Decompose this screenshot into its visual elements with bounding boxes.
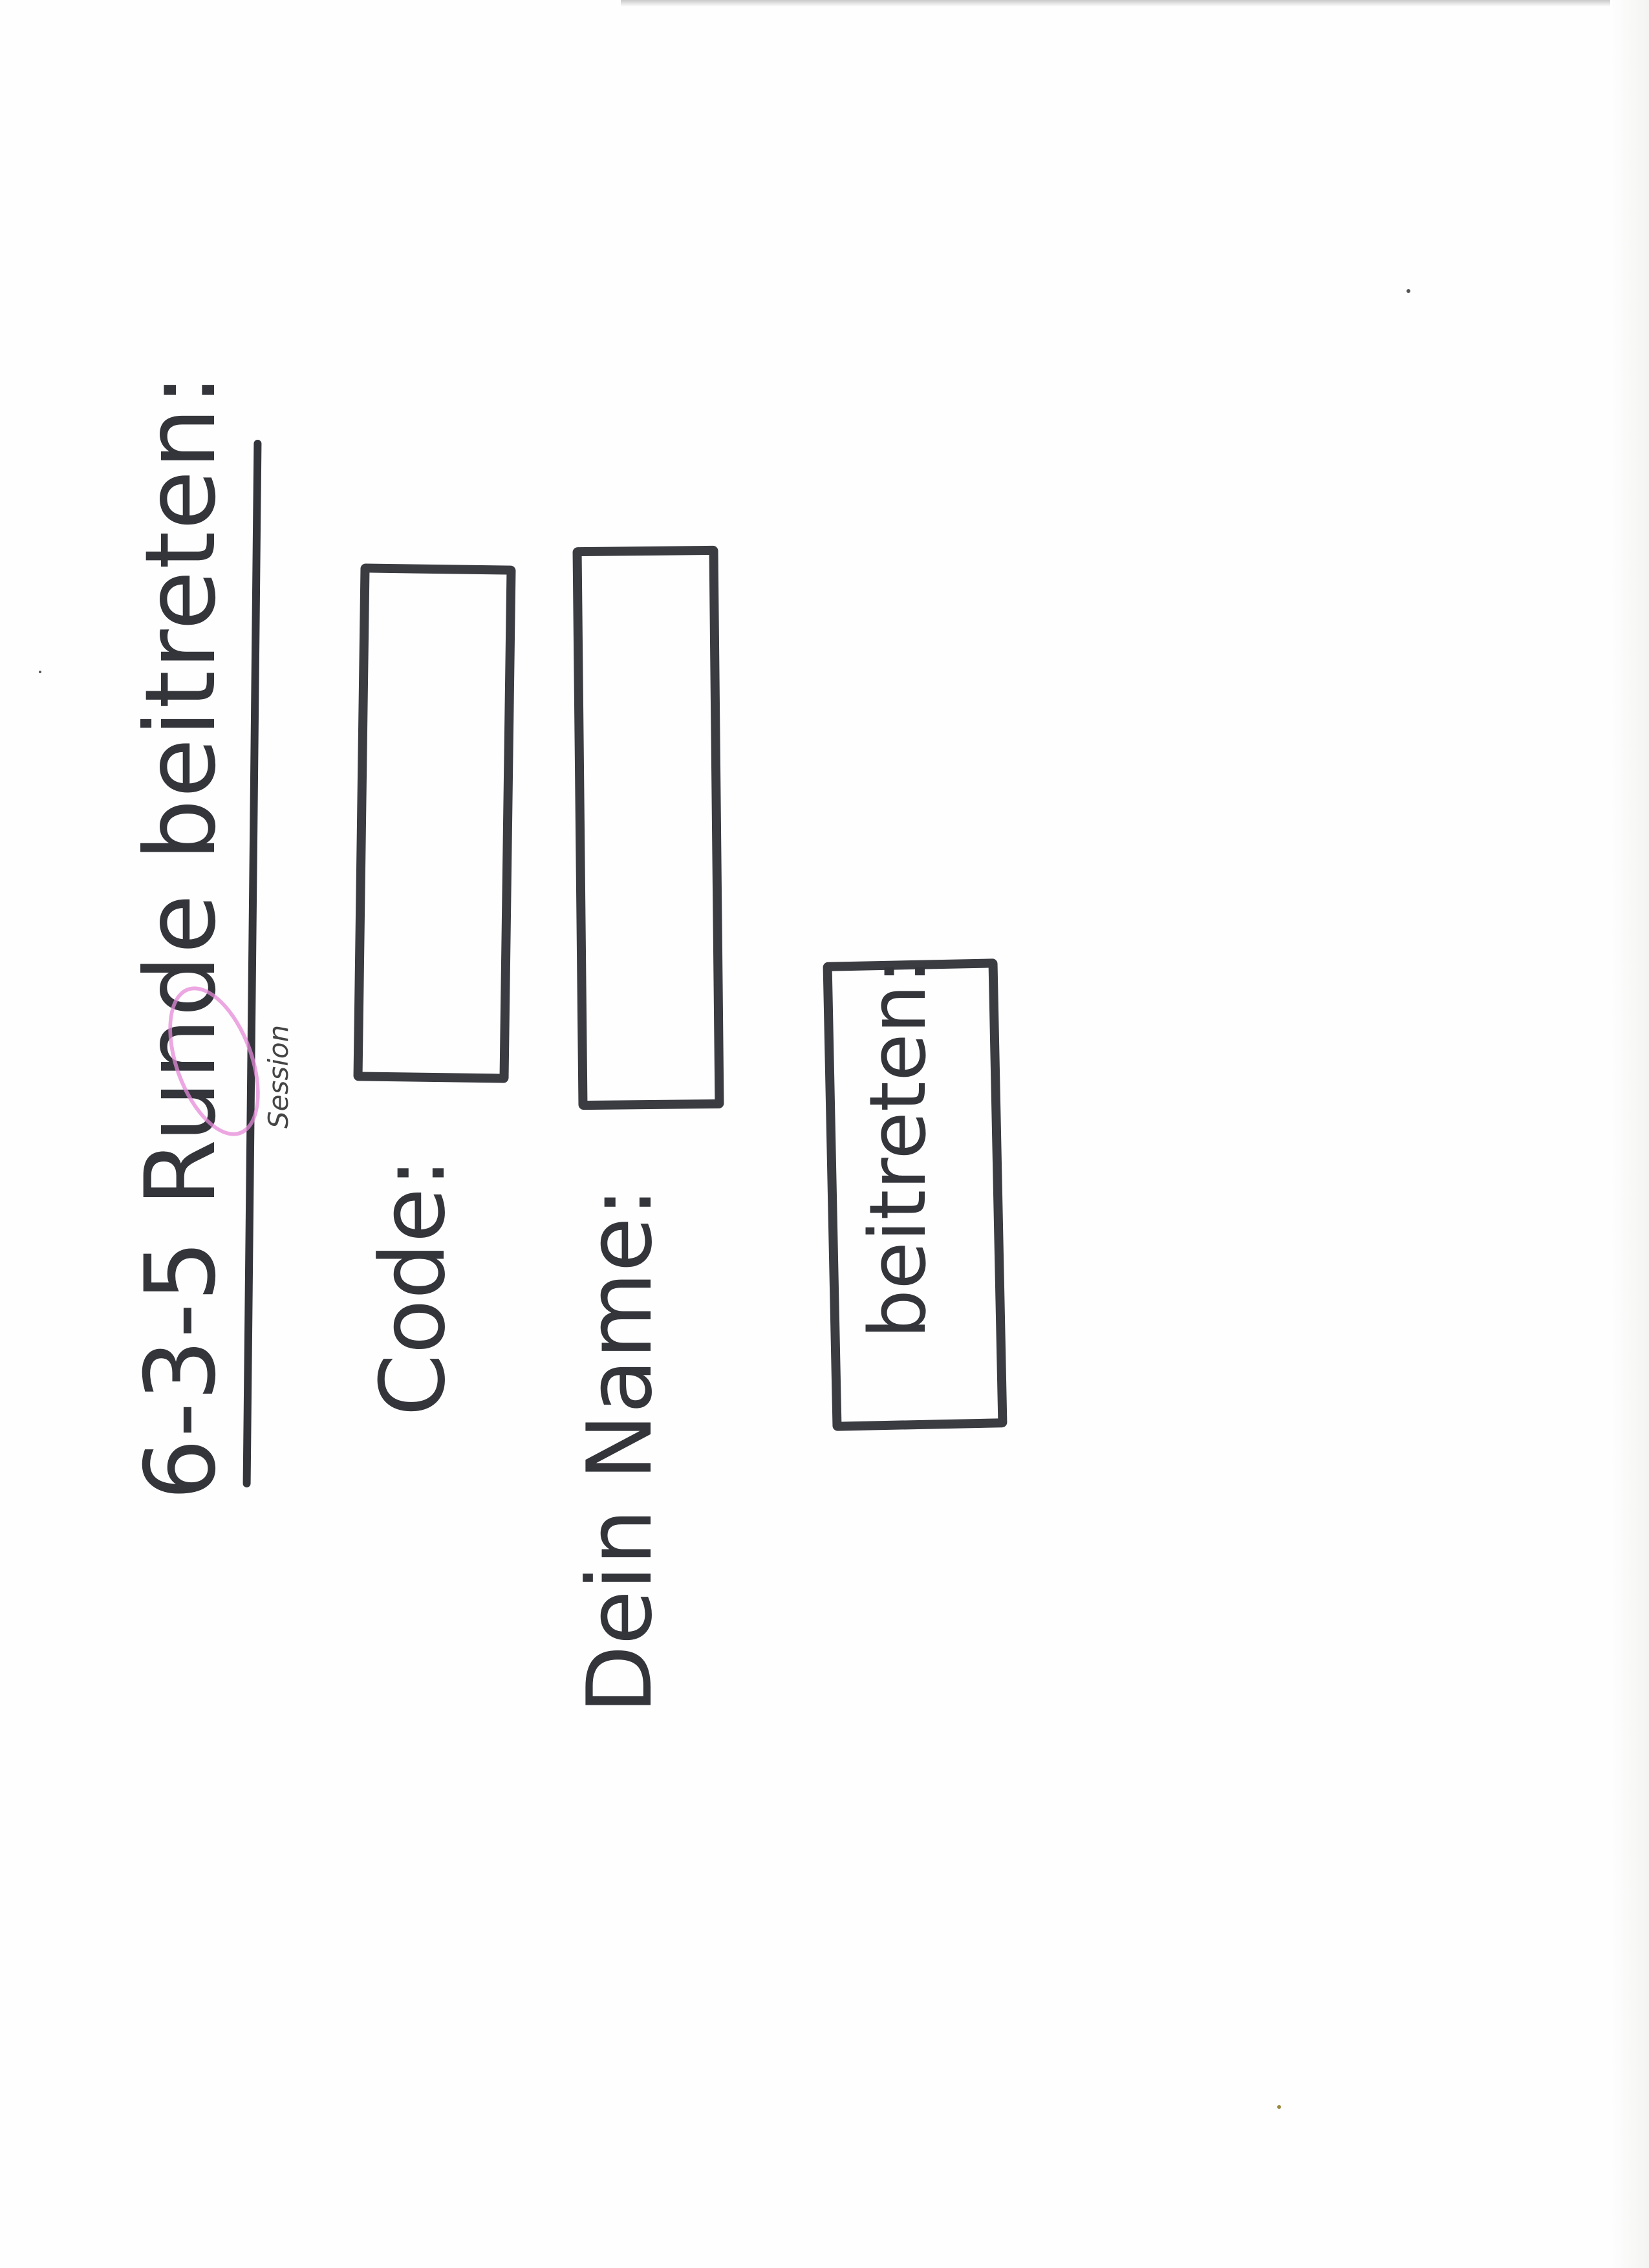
paper-right-edge: [1610, 0, 1649, 2268]
name-label: Dein Name:: [568, 1187, 672, 1714]
paper-speck: [39, 671, 41, 673]
name-input[interactable]: [572, 545, 724, 1110]
title-correction-note: Session: [263, 1024, 294, 1129]
code-label: Code:: [361, 1158, 465, 1416]
paper-speck: [1406, 289, 1410, 293]
paper-speck: [1277, 2105, 1281, 2109]
title-underline: [242, 439, 262, 1488]
join-button-label: beitreten:: [854, 958, 943, 1339]
page-title: 6-3-5 Runde beitreten:: [125, 372, 237, 1500]
paper-top-edge: [621, 0, 1617, 6]
code-input[interactable]: [353, 563, 516, 1083]
